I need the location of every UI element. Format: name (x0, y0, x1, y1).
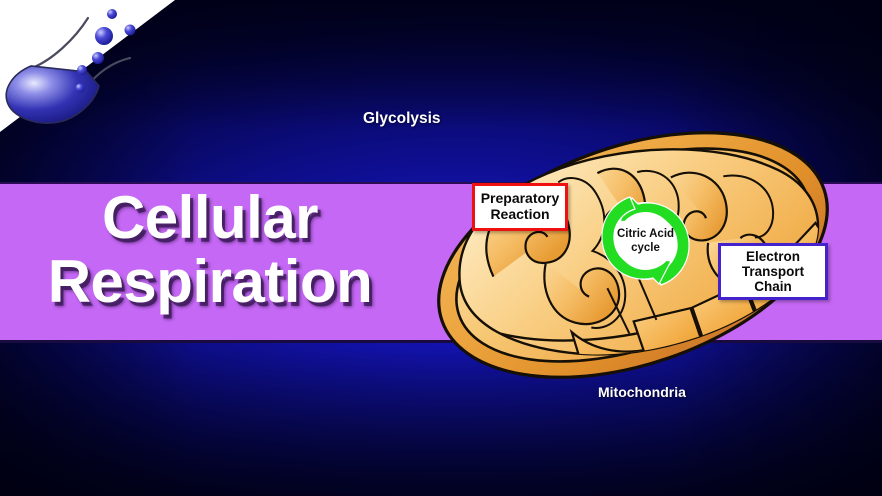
title-line-1: Cellular (101, 184, 319, 251)
etc-line1: Electron (745, 248, 800, 264)
label-mitochondria: Mitochondria (598, 384, 686, 400)
etc-line3: Chain (754, 279, 792, 295)
label-glycolysis: Glycolysis (363, 110, 441, 127)
title-line-2: Respiration (47, 248, 373, 315)
citric-acid-cycle-graphic: Citric Acid cycle (594, 185, 697, 297)
prep-line2: Reaction (490, 206, 550, 222)
bubbles-icon (75, 9, 136, 93)
callout-electron-transport-chain: Electron Transport Chain (718, 243, 828, 300)
flask-icon (5, 16, 132, 124)
callout-preparatory-reaction: Preparatory Reaction (472, 183, 568, 231)
prep-line1: Preparatory (480, 190, 560, 207)
etc-line2: Transport (741, 263, 805, 279)
cycle-arrows-icon (601, 196, 690, 286)
slide-title: Cellular Respiration (0, 186, 420, 314)
flask-logo[interactable] (0, 0, 175, 132)
